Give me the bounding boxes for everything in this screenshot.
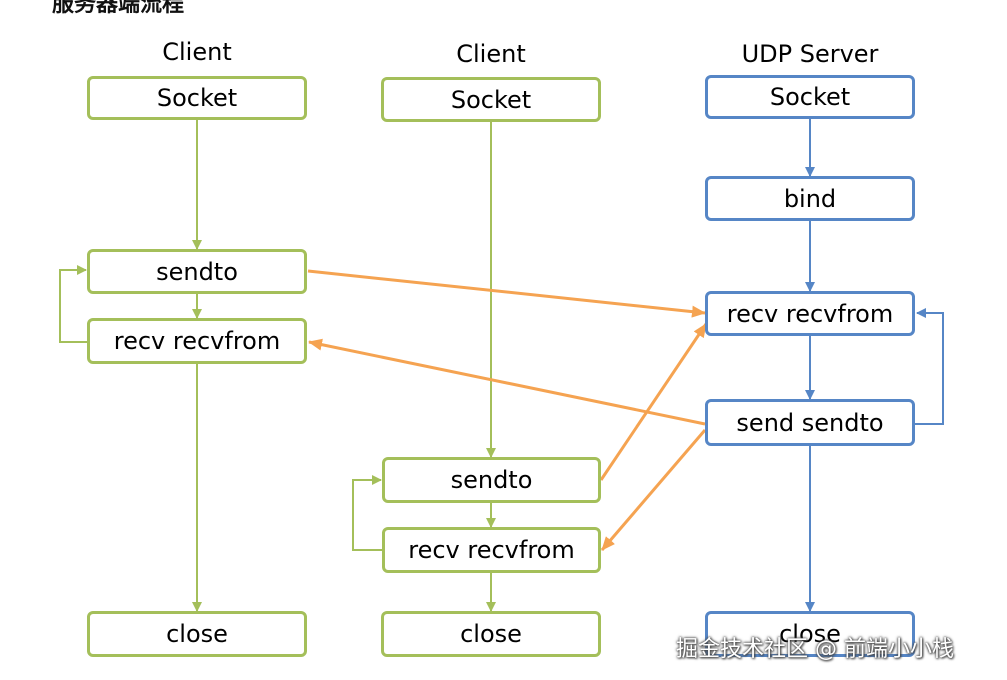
server-recvfrom-box: recv recvfrom <box>705 291 915 336</box>
client2-title: Client <box>456 40 526 68</box>
server-sendto-box: send sendto <box>705 399 915 446</box>
client1-flow-lines <box>59 119 202 612</box>
server-close-box: close <box>705 611 915 657</box>
client1-recvfrom-box: recv recvfrom <box>87 318 307 364</box>
watermark: 掘金技术社区 @ 前端小小栈 <box>676 637 954 662</box>
client1-title: Client <box>162 38 232 66</box>
server-title: UDP Server <box>741 40 879 68</box>
server-bind-box: bind <box>705 176 915 221</box>
client1-sendto-box: sendto <box>87 249 307 294</box>
client1-socket-box: Socket <box>87 76 307 120</box>
client2-recvfrom-box: recv recvfrom <box>382 527 601 573</box>
server-flow-lines <box>805 119 944 612</box>
client1-close-box: close <box>87 611 307 657</box>
client2-sendto-box: sendto <box>382 457 601 503</box>
client2-socket-box: Socket <box>381 77 601 122</box>
section-title: 服务器端流程 <box>52 0 185 17</box>
message-arrows <box>307 269 708 551</box>
server-socket-box: Socket <box>705 75 915 119</box>
client2-close-box: close <box>381 611 601 657</box>
